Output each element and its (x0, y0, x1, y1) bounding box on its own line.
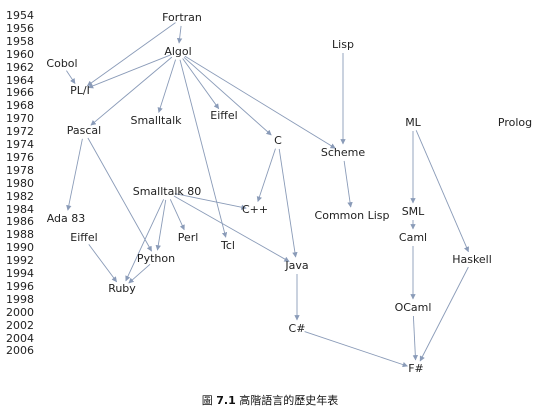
language-pascal: Pascal (66, 124, 102, 137)
language-commonlisp: Common Lisp (314, 209, 390, 222)
year-label: 2004 (6, 331, 34, 345)
language-python: Python (136, 252, 176, 265)
language-lisp: Lisp (332, 38, 354, 51)
language-prolog: Prolog (497, 116, 533, 129)
language-ruby: Ruby (108, 282, 136, 295)
language-fortran: Fortran (162, 11, 202, 24)
language-pli: PL/I (70, 84, 90, 97)
edge-csharp-to-fsharp (304, 331, 408, 368)
language-perl: Perl (177, 231, 199, 244)
edge-algol-to-pascal (90, 56, 173, 126)
year-label: 1966 (6, 86, 34, 100)
language-fsharp: F# (408, 362, 424, 375)
figure-caption: 圖 7.1 高階語言的歷史年表 (0, 392, 540, 408)
language-ml: ML (405, 116, 421, 129)
language-smalltalk80: Smalltalk 80 (132, 185, 202, 198)
edge-algol-to-smalltalk (157, 59, 176, 113)
edge-cobol-to-pli (66, 70, 76, 84)
edge-c-to-java (278, 148, 298, 258)
language-ocaml: OCaml (394, 301, 432, 314)
language-c: C (274, 134, 282, 147)
language-algol: Algol (164, 45, 192, 58)
edge-smalltalk80-to-ruby (125, 199, 165, 282)
year-label: 1982 (6, 189, 34, 203)
language-ada83: Ada 83 (46, 212, 86, 225)
edge-ml-to-haskell (415, 130, 469, 253)
edge-algol-to-pli (87, 54, 171, 89)
year-label: 2006 (6, 344, 34, 358)
caption-text: 高階語言的歷史年表 (239, 394, 339, 407)
edge-ocaml-to-fsharp (412, 315, 419, 361)
year-label: 1994 (6, 267, 34, 280)
edge-smalltalk80-to-perl (169, 199, 185, 231)
caption-prefix: 圖 (201, 394, 213, 407)
language-smalltalk: Smalltalk (130, 114, 182, 127)
edge-fortran-to-pli (86, 22, 176, 87)
year-label: 1976 (6, 150, 34, 164)
language-tcl: Tcl (221, 239, 235, 252)
language-scheme: Scheme (320, 146, 366, 159)
edge-algol-to-c (183, 56, 272, 136)
edge-scheme-to-commonlisp (343, 160, 353, 208)
year-label: 1998 (6, 292, 34, 306)
year-label: 2000 (6, 305, 34, 319)
year-label: 1970 (6, 112, 34, 126)
year-label: 1992 (6, 254, 34, 268)
edge-c-to-cpp (256, 148, 276, 202)
year-label: 1978 (6, 163, 34, 177)
edge-pascal-to-python (87, 137, 152, 252)
language-java: Java (285, 259, 309, 272)
language-haskell: Haskell (452, 253, 492, 266)
edge-pascal-to-ada83 (66, 138, 83, 211)
year-label: 1974 (6, 138, 34, 151)
year-label: 1986 (6, 215, 34, 229)
language-cobol: Cobol (46, 57, 78, 70)
edge-smalltalk80-to-cpp (174, 193, 247, 210)
year-label: 1968 (6, 99, 34, 113)
year-label: 1980 (6, 176, 34, 190)
year-label: 1988 (6, 228, 34, 242)
language-eiffel-top: Eiffel (210, 109, 238, 122)
edge-algol-to-eiffel-top (182, 58, 220, 110)
language-csharp: C# (288, 322, 306, 335)
year-label: 1962 (6, 60, 34, 74)
year-label: 1954 (6, 9, 34, 22)
caption-figure-number: 7.1 (216, 394, 236, 407)
language-eiffel: Eiffel (70, 231, 98, 244)
year-label: 1996 (6, 279, 34, 293)
edge-haskell-to-fsharp (419, 266, 469, 362)
edge-fortran-to-algol (176, 25, 183, 44)
edge-eiffel-to-ruby (88, 244, 117, 283)
year-label: 1964 (6, 73, 34, 87)
language-cpp: C++ (241, 203, 269, 216)
year-label: 1958 (6, 34, 34, 48)
year-label: 1984 (6, 202, 34, 216)
language-caml: Caml (398, 231, 428, 244)
year-label: 1956 (6, 21, 34, 35)
year-label: 1972 (6, 125, 34, 139)
language-sml: SML (401, 205, 425, 218)
edge-python-to-ruby (128, 263, 151, 284)
year-label: 2002 (6, 318, 34, 332)
edge-smalltalk80-to-java (173, 195, 290, 262)
year-label: 1990 (6, 241, 34, 255)
year-label: 1960 (6, 47, 34, 61)
edge-smalltalk80-to-python (155, 199, 167, 251)
edge-algol-to-tcl (179, 59, 228, 238)
edge-algol-to-scheme (184, 55, 336, 149)
